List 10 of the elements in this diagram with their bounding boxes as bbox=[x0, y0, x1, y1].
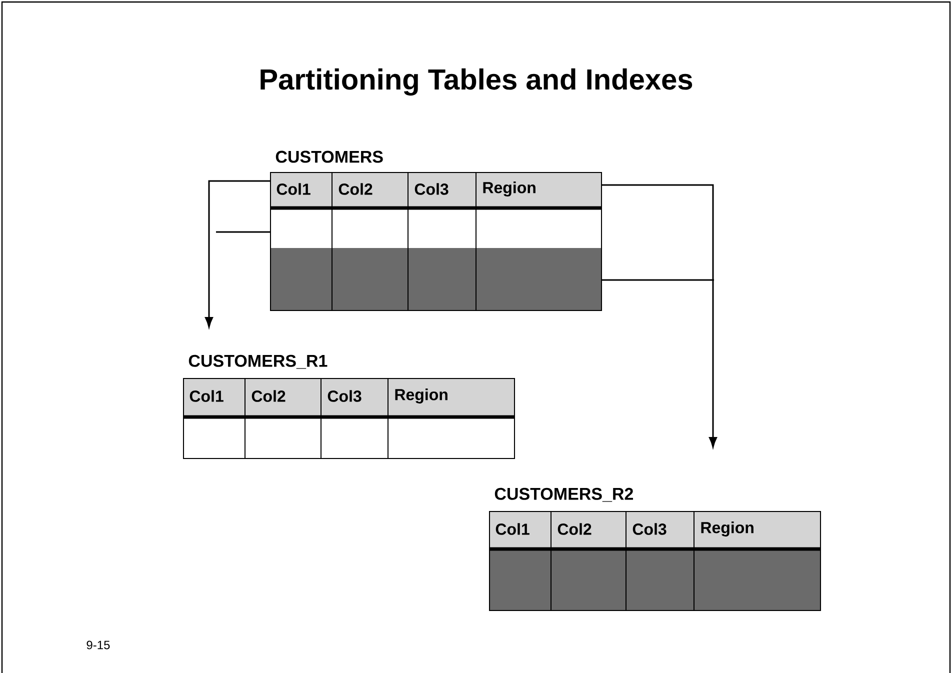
node-label: CUSTOMERS_R1 bbox=[188, 354, 328, 369]
table: CUSTOMERS_R2 Col1 Col2 Col3 Region bbox=[489, 488, 821, 611]
arrow bbox=[205, 180, 270, 328]
node-label: CUSTOMERS_R2 bbox=[494, 488, 634, 502]
arrow bbox=[602, 184, 717, 448]
table: CUSTOMERS Col1 Col2 Col3 Region bbox=[270, 150, 602, 311]
table: CUSTOMERS_R1 Col1 Col2 Col3 Region bbox=[183, 354, 515, 459]
title: Partitioning Tables and Indexes bbox=[260, 68, 692, 96]
node-label: CUSTOMERS bbox=[276, 150, 383, 163]
page-number: 9-15 bbox=[86, 640, 110, 650]
